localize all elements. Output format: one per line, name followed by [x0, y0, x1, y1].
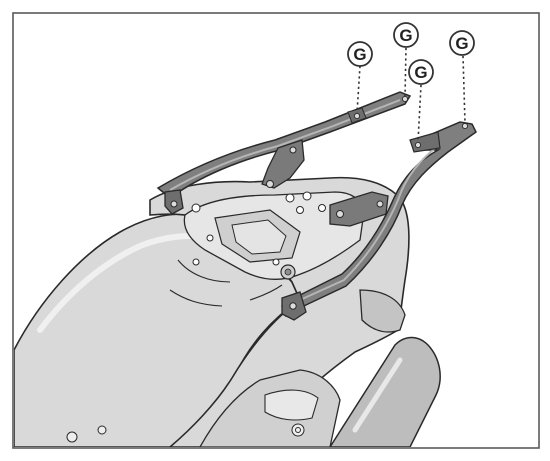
callout-g-3-label: G [414, 63, 427, 82]
rear-fender [359, 289, 406, 333]
rack-right-foot-bolt [289, 302, 297, 310]
callout-g-1: G [347, 41, 373, 67]
footpeg-bolts [66, 423, 305, 443]
rack-right-bracket-bolt2 [376, 200, 384, 208]
subframe-cutout [264, 389, 319, 421]
front-left-end-bolt [401, 95, 409, 103]
front-left-mount-bolt [353, 112, 361, 120]
rack-left-foot-bolt [170, 200, 178, 208]
callout-g-4-label: G [455, 34, 468, 53]
seat-highlight [37, 233, 213, 333]
right-front-bolt [414, 141, 422, 149]
side-panel-lines [169, 259, 283, 307]
callout-g-4: G [449, 30, 475, 56]
callout-g-1-label: G [353, 45, 366, 64]
rack-left-arm-highlight [169, 99, 401, 191]
callout-g-2: G [393, 22, 419, 48]
rack-right-bracket [329, 191, 389, 227]
right-top-bolt [461, 122, 469, 130]
exhaust-silencer [329, 336, 441, 447]
callout-leaders [356, 47, 466, 143]
callout-g-3: G [408, 59, 434, 85]
rack-right-arm-highlight [299, 143, 441, 301]
rack-right-bracket-bolt [336, 210, 344, 218]
exhaust-highlight [352, 357, 403, 433]
callout-g-2-label: G [399, 26, 412, 45]
plate-center-bolt-core [284, 268, 292, 276]
mounting-plate-inner [231, 219, 287, 255]
rack-left-bracket-bolt [289, 146, 297, 154]
mounting-holes [191, 191, 326, 266]
rack-left-bracket-bolt2 [266, 180, 274, 188]
